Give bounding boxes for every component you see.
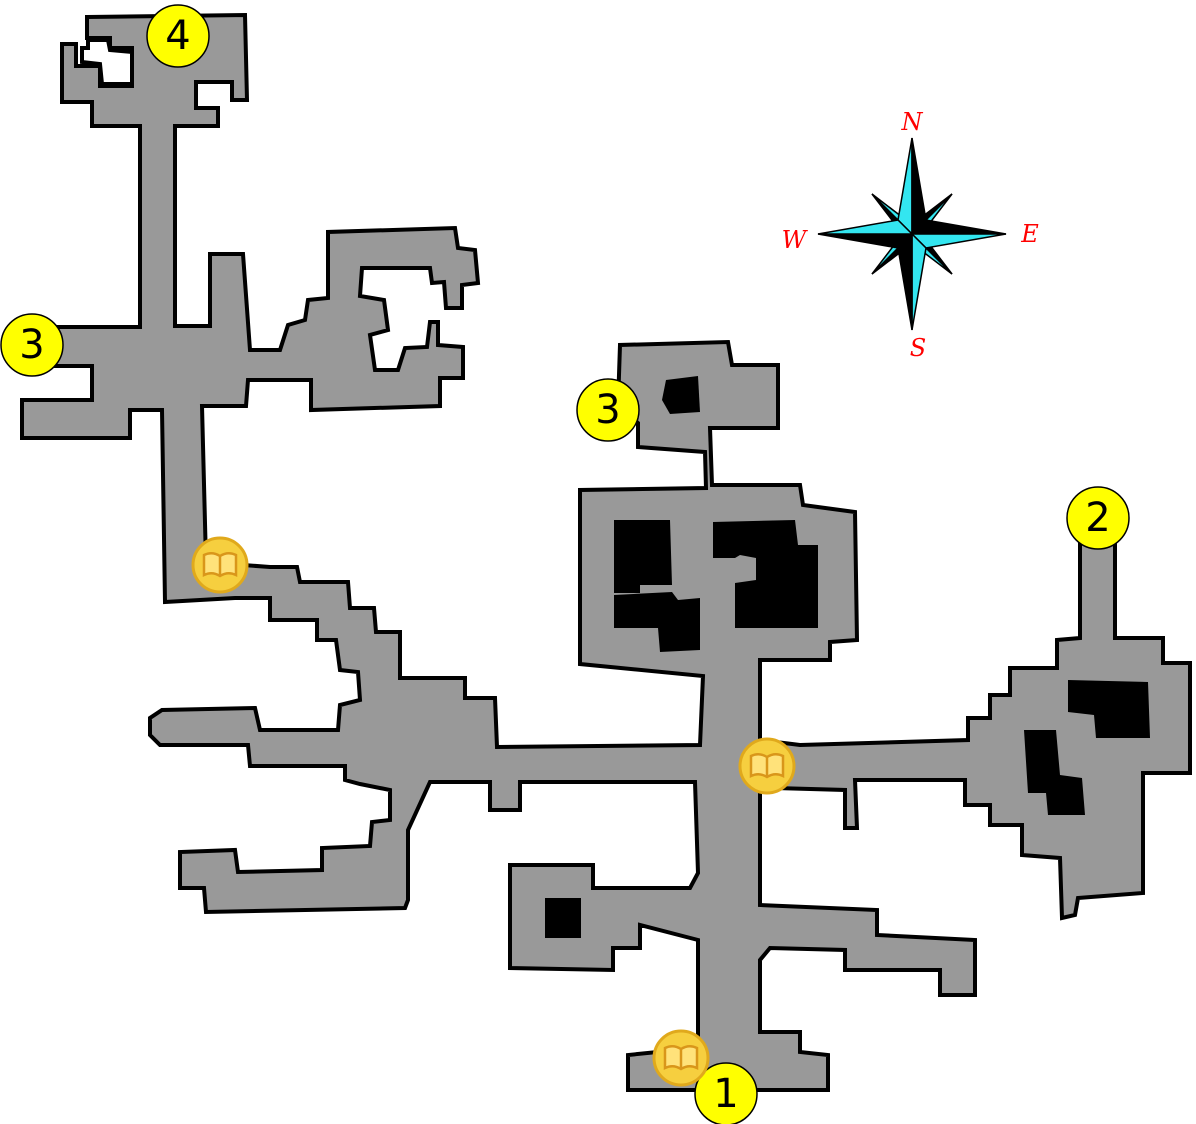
northwest-wing — [20, 12, 1192, 1092]
tower-void — [80, 38, 134, 86]
compass-north-label: N — [901, 108, 924, 136]
marker-4[interactable]: 4 — [146, 4, 210, 68]
pillar — [1068, 680, 1150, 738]
marker-2[interactable]: 2 — [1066, 486, 1130, 550]
pillar — [1024, 730, 1085, 815]
compass-rose: N E S W — [782, 108, 1040, 362]
marker-1[interactable]: 1 — [694, 1062, 758, 1124]
pillar — [614, 592, 700, 652]
compass-west-label: W — [782, 226, 809, 254]
pillar — [614, 520, 672, 593]
book-icon[interactable] — [191, 536, 249, 594]
marker-label: 3 — [595, 387, 620, 433]
compass-south-label: S — [910, 334, 926, 362]
book-icon[interactable] — [738, 737, 796, 795]
marker-label: 1 — [713, 1071, 738, 1117]
book-icon[interactable] — [652, 1029, 710, 1087]
marker-label: 2 — [1085, 495, 1110, 541]
marker-3-center[interactable]: 3 — [576, 378, 640, 442]
pillar — [545, 898, 581, 938]
compass-east-label: E — [1020, 220, 1039, 248]
marker-3-west[interactable]: 3 — [0, 313, 64, 377]
pillar — [713, 520, 818, 628]
marker-label: 3 — [19, 322, 44, 368]
marker-label: 4 — [165, 13, 190, 59]
pillar — [662, 376, 700, 414]
